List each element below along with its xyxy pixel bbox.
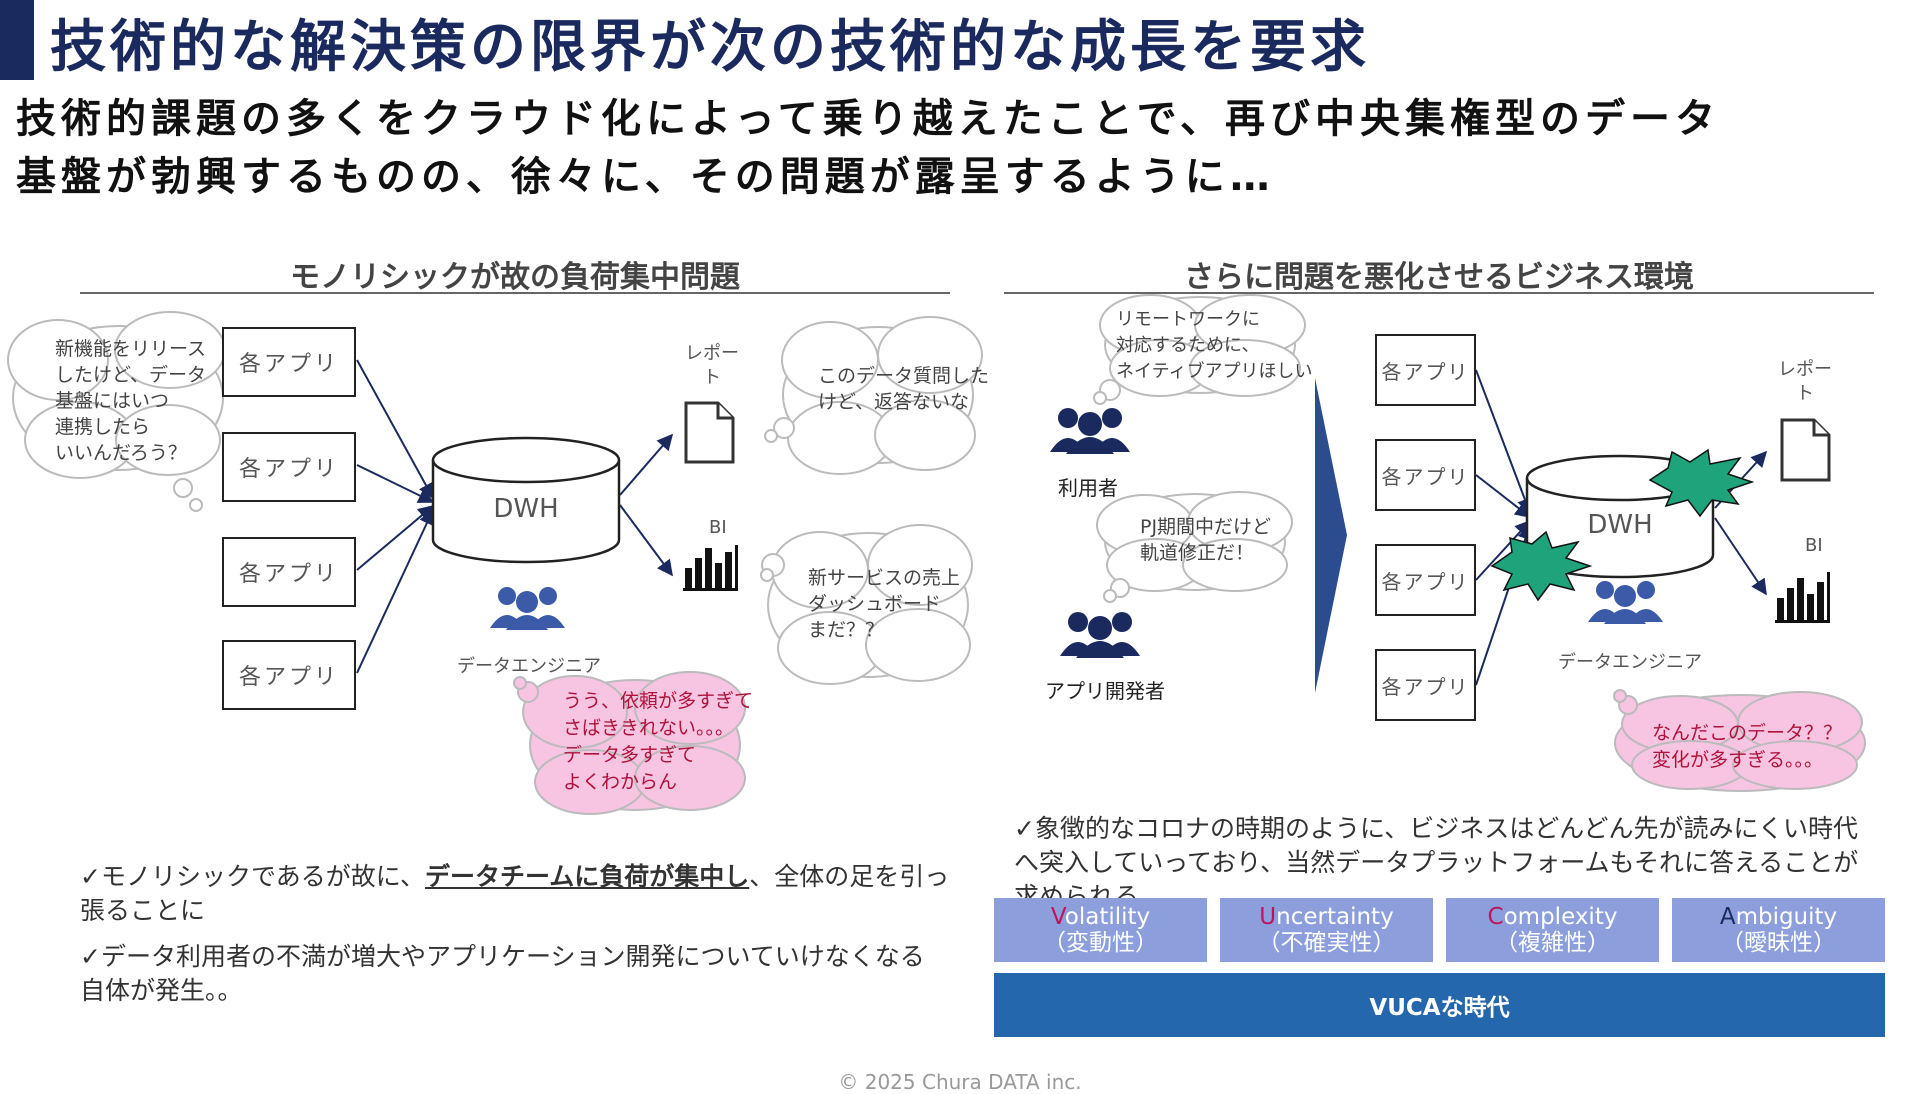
left-engineer-cloud-text: うう、依頼が多すぎてさばききれない。。。データ多すぎてよくわからん <box>563 690 754 793</box>
right-dev-people-icon <box>1060 612 1140 658</box>
right-engineer-thought-cloud <box>1613 689 1866 792</box>
right-report-doc-icon <box>1780 418 1831 482</box>
subtitle-line-2: 基盤が勃興するものの、徐々に、その問題が露呈するように… <box>16 154 1275 200</box>
left-engineer-people-icon <box>490 587 565 630</box>
right-app-box-2: 各アプリ <box>1375 439 1476 511</box>
right-engineer-people-icon <box>1588 581 1663 624</box>
left-engineer-thought-cloud <box>513 671 746 815</box>
right-app-box-4: 各アプリ <box>1375 649 1476 721</box>
left-engineer-label: データエンジニア <box>457 656 601 677</box>
right-app-box-1: 各アプリ <box>1375 334 1476 406</box>
left-dashboard-thought-cloud <box>760 524 973 685</box>
left-report-cloud-text: このデータ質問したけど、返答ないな <box>818 365 990 413</box>
right-bi-label: BI <box>1805 535 1823 556</box>
right-engineer-label: データエンジニア <box>1558 652 1702 673</box>
right-burst-lower-icon <box>1490 530 1593 602</box>
right-transition-chevron <box>1315 378 1347 693</box>
left-dwh-cylinder <box>431 436 621 564</box>
right-burst-upper-icon <box>1648 448 1755 518</box>
subtitle-line-1: 技術的課題の多くをクラウド化によって乗り越えたことで、再び中央集権型のデータ <box>16 96 1720 142</box>
left-bullet-1: ✓モノリシックであるが故に、データチームに負荷が集中し、全体の足を引っ張ることに <box>80 862 950 925</box>
right-dwh-label: DWH <box>1587 510 1653 540</box>
left-app-box-3: 各アプリ <box>222 537 356 607</box>
right-dev-label: アプリ開発者 <box>1045 679 1165 703</box>
right-pj-thought-cloud <box>1096 491 1293 603</box>
right-bullet: ✓象徴的なコロナの時期のように、ビジネスはどんどん先が読みにくい時代へ突入してい… <box>1014 814 1859 911</box>
vuca-era-bar: VUCAな時代 <box>994 973 1885 1037</box>
left-section-heading: モノリシックが故の負荷集中問題 <box>290 260 740 295</box>
right-bi-chart-icon <box>1775 572 1830 623</box>
right-report-label: レポート <box>1778 359 1832 404</box>
vuca-uncertainty-box: Uncertainty （不確実性） <box>1220 898 1433 962</box>
left-bullet-2: ✓データ利用者の不満が増大やアプリケーション開発についていけなくなる自体が発生。… <box>80 942 925 1005</box>
right-user-people-icon <box>1050 408 1130 454</box>
left-report-label: レポート <box>685 343 739 388</box>
vuca-ambiguity-box: Ambiguity （曖昧性） <box>1672 898 1885 962</box>
left-dashboard-cloud-text: 新サービスの売上ダッシュボードまだ？？ <box>808 567 961 641</box>
right-section-heading: さらに問題を悪化させるビジネス環境 <box>1184 260 1694 295</box>
vuca-complexity-box: Complexity （複雑性） <box>1446 898 1659 962</box>
right-pj-cloud-text: PJ期間中だけど軌道修正だ！ <box>1140 516 1272 564</box>
footer-copyright: © 2025 Chura DATA inc. <box>838 1070 1082 1094</box>
left-app-box-4: 各アプリ <box>222 640 356 710</box>
vuca-volatility-box: Volatility （変動性） <box>994 898 1207 962</box>
left-app-box-2: 各アプリ <box>222 432 356 502</box>
right-engineer-cloud-text: なんだこのデータ？？変化が多すぎる。。。 <box>1652 722 1843 771</box>
left-user-cloud-text: 新機能をリリースしたけど、データ基盤にはいつ連携したらいいんだろう？ <box>55 338 207 464</box>
left-app-box-1: 各アプリ <box>222 327 356 397</box>
left-report-thought-cloud <box>764 316 983 475</box>
page-title: 技術的な解決策の限界が次の技術的な成長を要求 <box>50 15 1370 80</box>
title-accent-bar <box>0 0 34 80</box>
left-dwh-label: DWH <box>493 494 559 524</box>
left-user-thought-cloud <box>7 311 226 512</box>
right-remote-cloud-text: リモートワークに対応するために、ネイティブアプリほしい <box>1116 309 1313 382</box>
right-remote-thought-cloud <box>1093 294 1306 405</box>
right-user-label: 利用者 <box>1058 476 1118 500</box>
right-app-box-3: 各アプリ <box>1375 544 1476 616</box>
left-bi-chart-icon <box>683 545 738 591</box>
left-heading-rule <box>80 292 950 294</box>
left-report-doc-icon <box>684 401 735 464</box>
right-heading-rule <box>1004 292 1874 294</box>
left-bullet-1-highlight: データチームに負荷が集中し <box>424 862 750 891</box>
left-bi-label: BI <box>709 517 727 538</box>
